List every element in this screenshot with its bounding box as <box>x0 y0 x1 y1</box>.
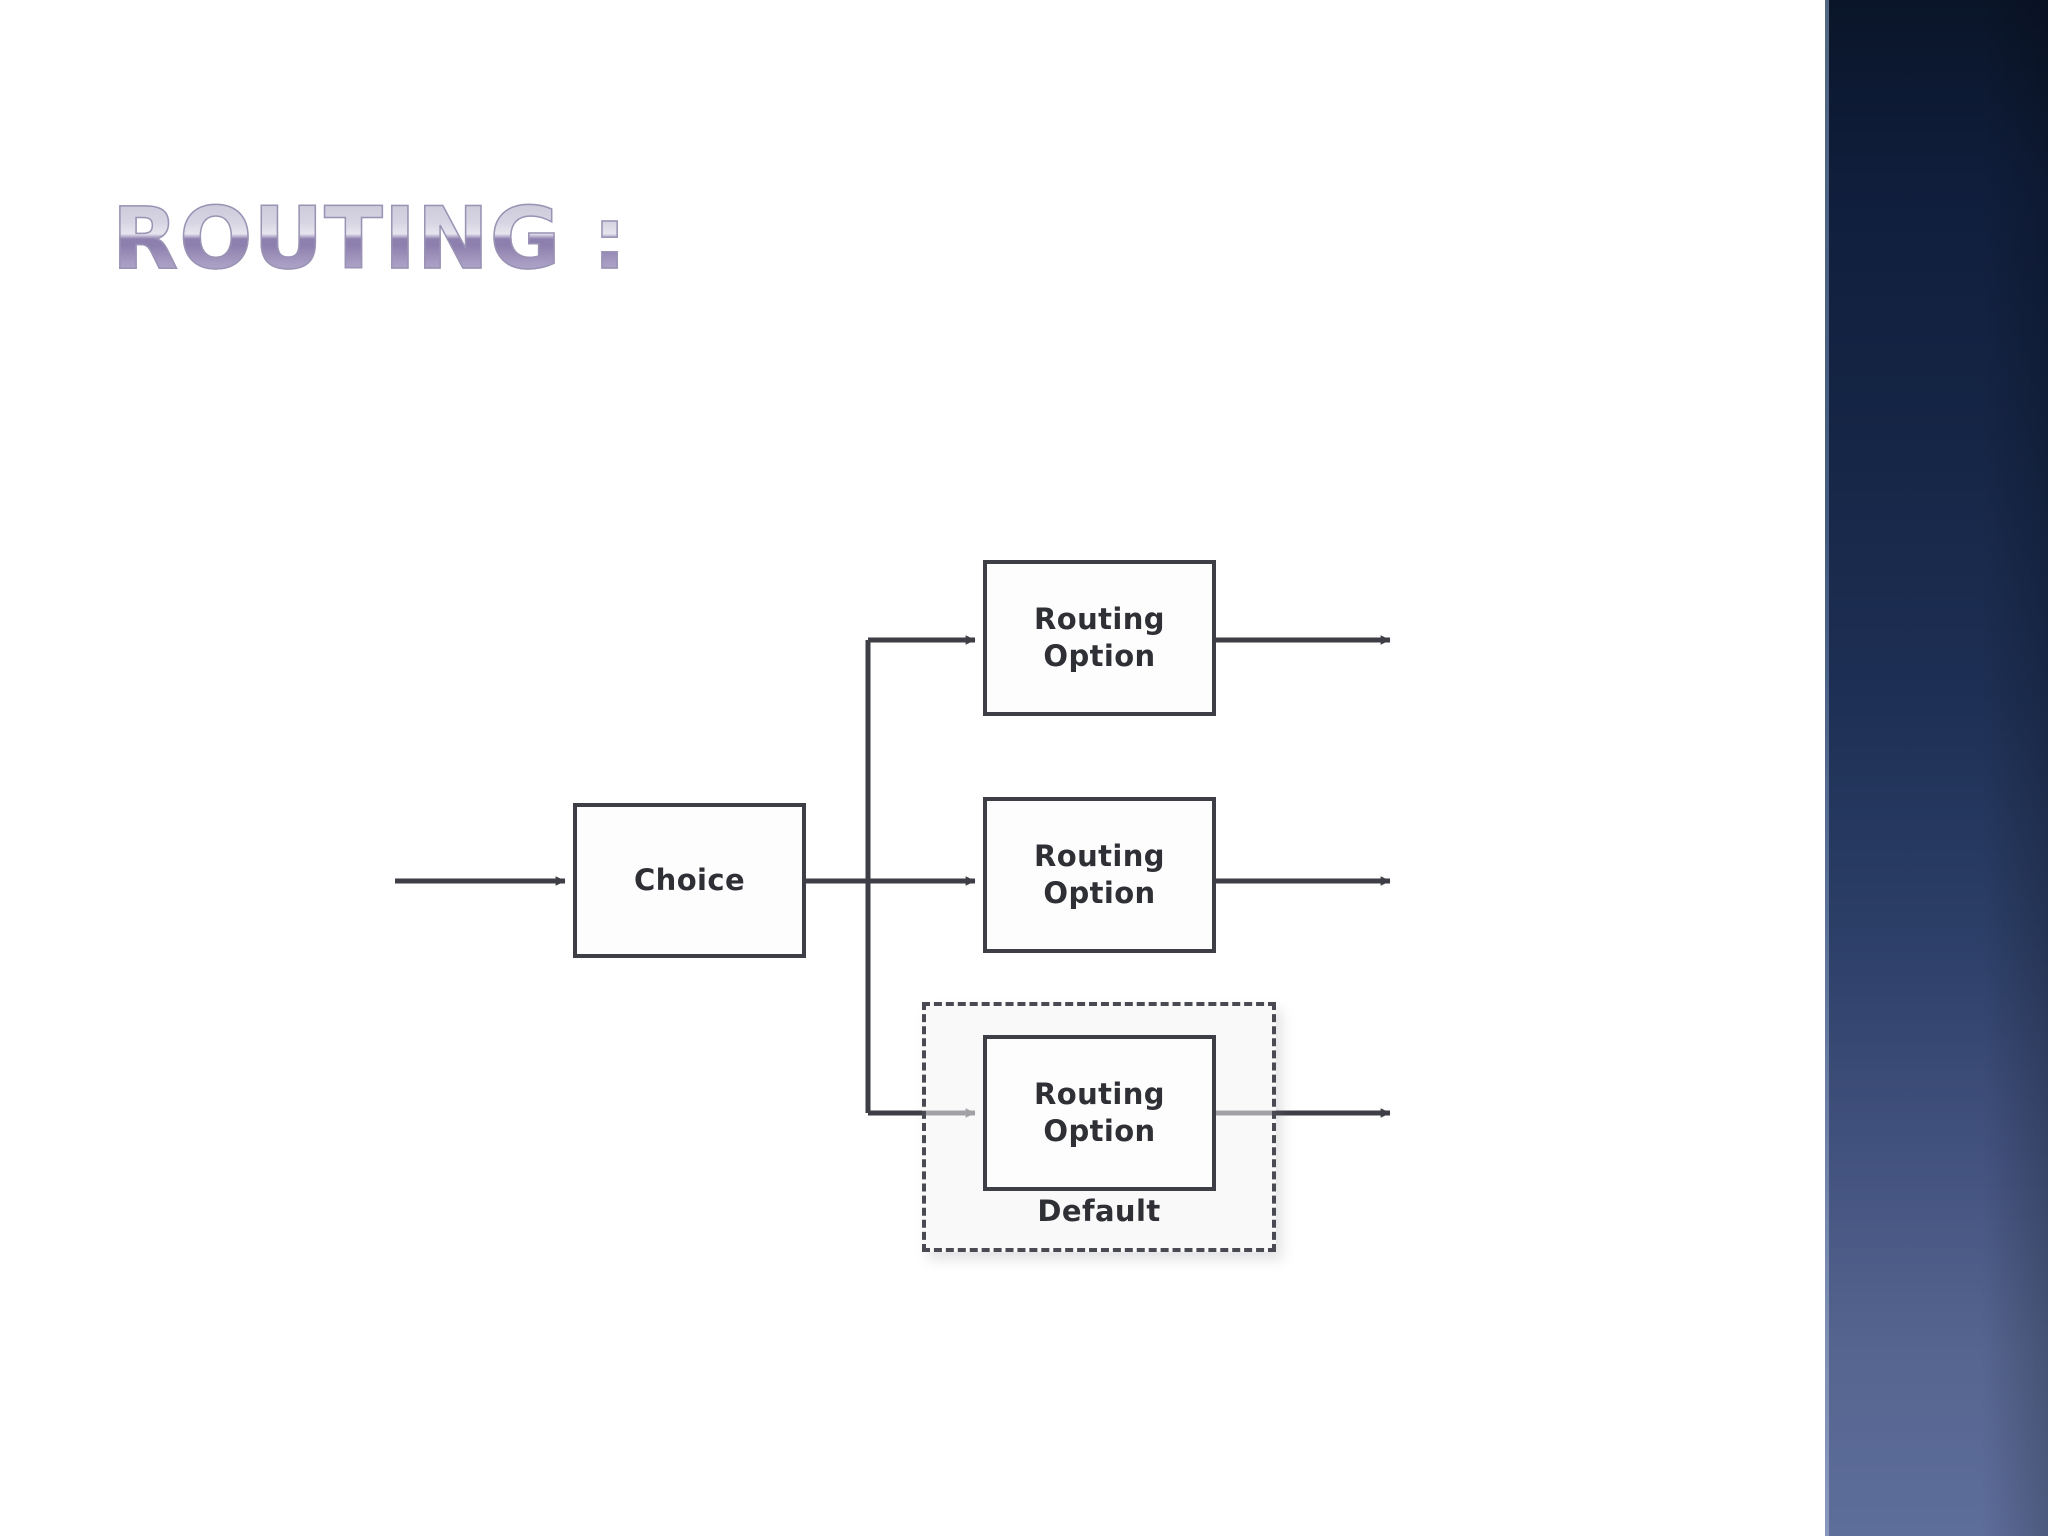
node-routing-option-3[interactable]: Routing Option <box>983 1035 1216 1191</box>
node-routing-option-1-label: Routing Option <box>1034 601 1165 675</box>
node-routing-option-1-line-2: Option <box>1043 639 1156 673</box>
default-group-caption: Default <box>1037 1194 1161 1228</box>
node-routing-option-2-label: Routing Option <box>1034 838 1165 912</box>
node-routing-option-1-line-1: Routing <box>1034 601 1165 636</box>
node-routing-option-2-line-1: Routing <box>1034 838 1165 873</box>
right-gradient-band <box>1825 0 2048 1536</box>
node-routing-option-2[interactable]: Routing Option <box>983 797 1216 953</box>
node-routing-option-1[interactable]: Routing Option <box>983 560 1216 716</box>
node-routing-option-2-line-2: Option <box>1043 876 1156 910</box>
page-title: Routing : <box>111 189 628 289</box>
node-routing-option-3-line-1: Routing <box>1034 1076 1165 1111</box>
page-title-text: Routing : <box>111 189 628 289</box>
node-choice-label: Choice <box>633 862 746 897</box>
node-routing-option-3-label: Routing Option <box>1034 1076 1165 1150</box>
node-routing-option-3-line-2: Option <box>1043 1114 1156 1148</box>
right-band-edge-highlight <box>1825 0 1829 1536</box>
node-choice[interactable]: Choice <box>573 803 806 958</box>
